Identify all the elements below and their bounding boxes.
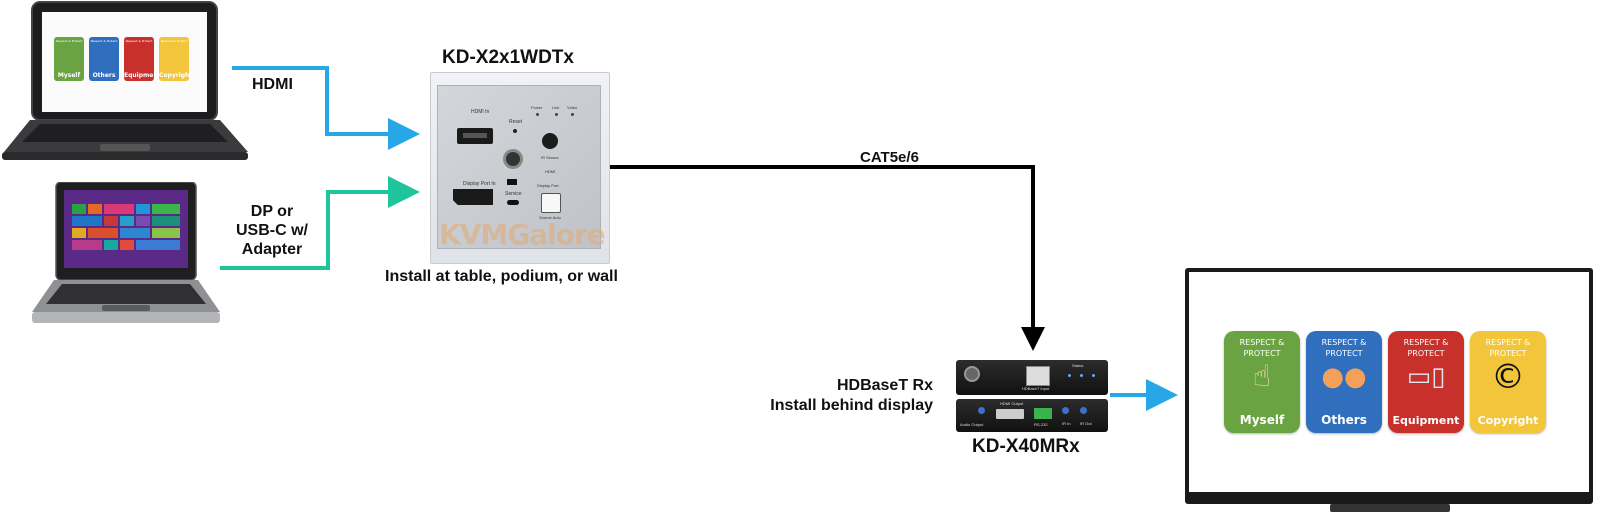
copyright-icon: ©	[1491, 357, 1525, 397]
tx-model-title: KD-X2x1WDTx	[442, 47, 574, 68]
ir-sensor-window	[542, 133, 558, 149]
ir-in-jack	[1062, 407, 1069, 414]
source-auto-label: Source Auto	[539, 215, 561, 220]
dp-usbc-label: DP or USB-C w/ Adapter	[222, 202, 322, 259]
hdbaset-input-label: HDBaseT Input	[1022, 386, 1050, 391]
pointing-hand-icon: ☝	[1252, 359, 1272, 394]
hdmi-label: HDMI	[252, 76, 293, 93]
rx-description-line-2: Install behind display	[770, 397, 933, 414]
usbc-service-port	[507, 200, 519, 205]
dp-in-port	[453, 189, 493, 205]
hdmi-in-port-label: HDMI In	[471, 109, 490, 115]
status-label: Status	[1072, 363, 1084, 368]
tx-install-caption: Install at table, podium, or wall	[385, 268, 618, 285]
display-port-led-label: Display Port	[537, 183, 559, 188]
dp-in-port-label: Display Port In	[463, 181, 496, 187]
ir-out-label: IR Out	[1080, 421, 1092, 426]
reset-pinhole	[513, 129, 517, 133]
rs232-terminal	[1034, 408, 1052, 419]
people-icon: ●●	[1321, 362, 1367, 392]
rx-description-line-1: HDBaseT Rx	[836, 377, 933, 394]
poster-card-copyright: Respect & Protect©Copyright	[1470, 331, 1546, 433]
kvmgalore-watermark: KVMGalore	[439, 218, 606, 251]
hdmi-cable	[232, 66, 420, 150]
ir-sensor-label: IR Sensor	[541, 155, 559, 160]
video-led	[571, 113, 574, 116]
ir-out-jack	[1080, 407, 1087, 414]
mode-switch	[507, 179, 517, 185]
power-led-label: Power	[531, 105, 543, 110]
link-led-label: Link	[552, 105, 560, 110]
hdmi-in-port	[457, 128, 493, 144]
video-led-label: Video	[567, 105, 578, 110]
hdmi-output-label: HDMI Output	[1000, 401, 1024, 406]
rj45-port	[1026, 366, 1050, 386]
audio-output-jack	[978, 407, 985, 414]
devices-icon: ▭▯	[1406, 362, 1446, 392]
dp-label-line-2: USB-C w/	[236, 222, 308, 239]
ir-in-label: IR In	[1062, 421, 1071, 426]
rx-description: HDBaseT Rx Install behind display	[740, 376, 933, 416]
cat-cable-label: CAT5e/6	[860, 149, 919, 166]
link-led	[555, 113, 558, 116]
poster-card-myself: Respect & Protect☝Myself	[1224, 331, 1300, 433]
power-led	[536, 113, 539, 116]
dp-label-line-1: DP or	[250, 203, 294, 220]
tx-wallplate: HDMI In Display Port In Reset Service Po…	[430, 72, 610, 264]
reset-label: Reset	[509, 119, 523, 125]
rs232-label: RS-232	[1034, 422, 1048, 427]
poster-card-others: Respect & Protect●●Others	[1306, 331, 1382, 433]
dp-cable	[220, 176, 420, 270]
ir-port	[503, 149, 523, 169]
hdmi-led-label: HDMI	[545, 169, 556, 174]
windows-start-tiles	[72, 204, 180, 262]
source-select-button	[541, 193, 561, 213]
windows-laptop	[28, 182, 223, 327]
poster-card-equipment: Respect & Protect▭▯Equipment	[1388, 331, 1464, 433]
rx-model-title: KD-X40MRx	[972, 436, 1080, 457]
rx-unit-front: HDBaseT Input Status	[956, 360, 1108, 395]
cat-cable	[600, 165, 1045, 351]
tv-stand	[1330, 504, 1450, 512]
rx-unit-rear: Audio Output HDMI Output RS-232 IR In IR…	[956, 399, 1108, 432]
service-label: Service	[505, 191, 522, 197]
status-leds	[1068, 374, 1098, 378]
tv-display: Respect & Protect☝Myself Respect & Prote…	[1185, 268, 1593, 504]
audio-output-label: Audio Output	[960, 422, 984, 427]
rx-bnc-connector	[964, 366, 980, 382]
hdmi-output-port	[996, 409, 1024, 419]
dp-label-line-3: Adapter	[241, 241, 303, 258]
